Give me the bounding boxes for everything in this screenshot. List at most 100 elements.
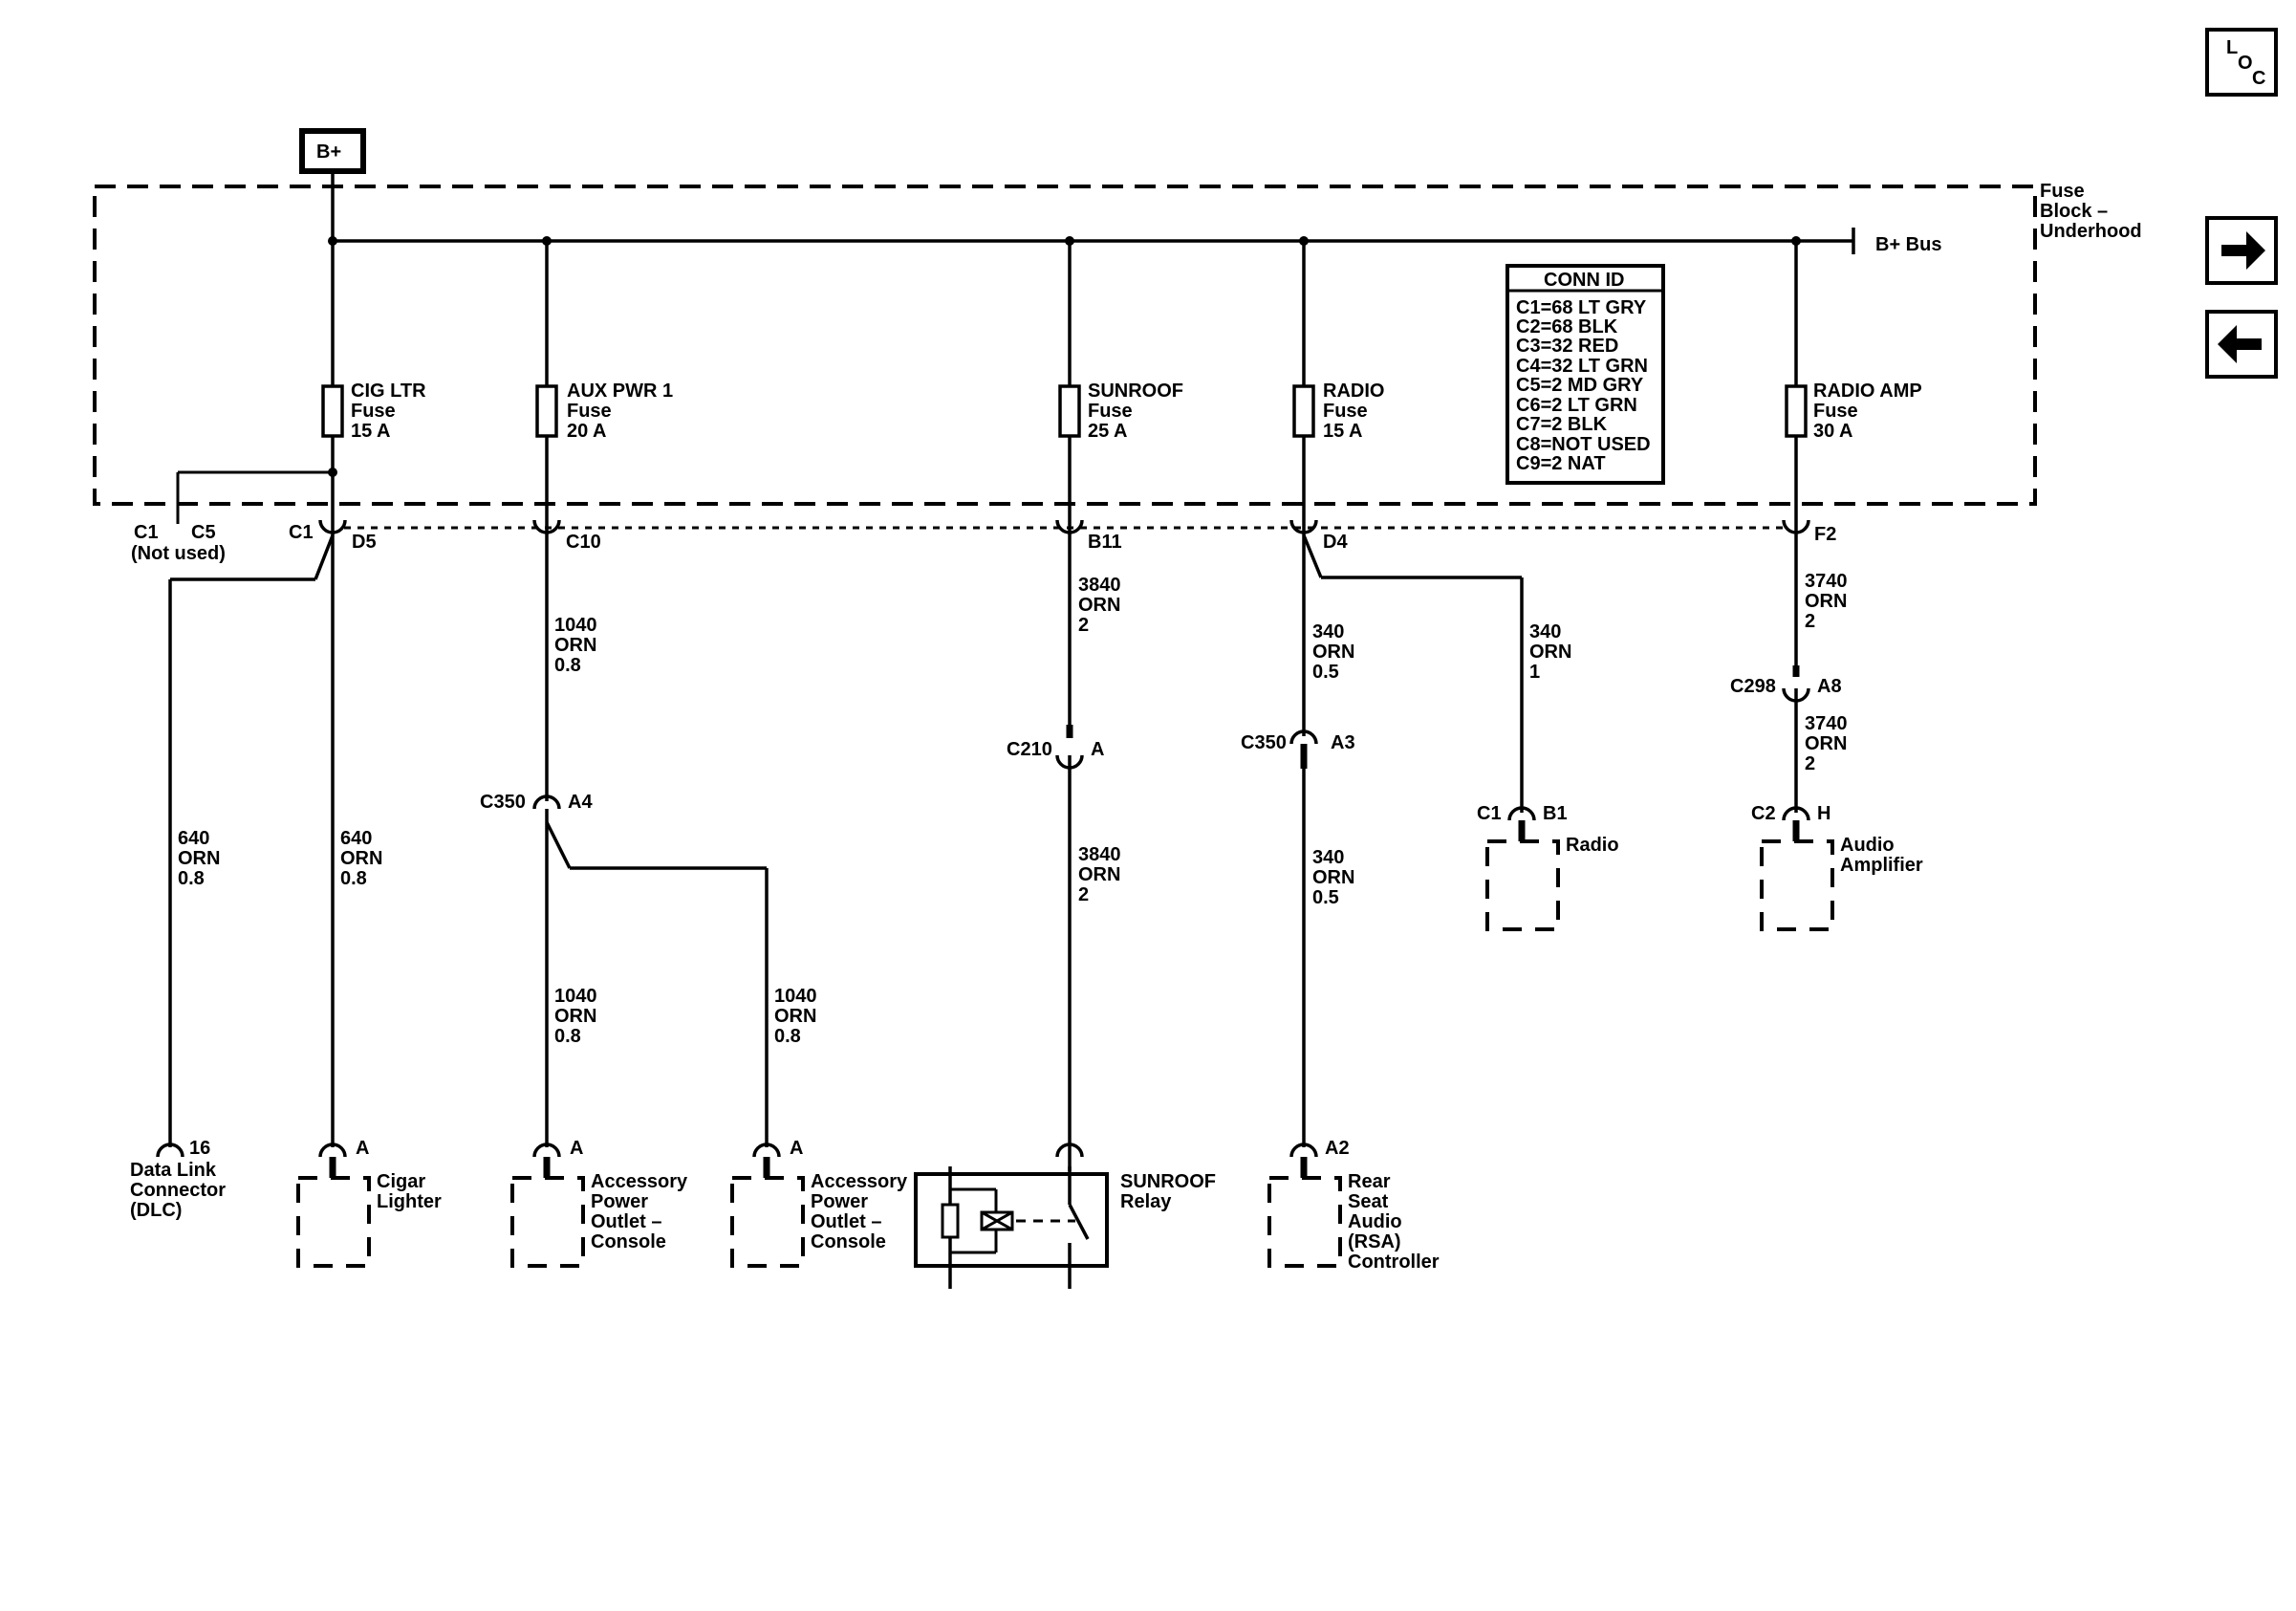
conn-id-table: CONN ID C1=68 LT GRY C2=68 BLK C3=32 RED…	[1505, 264, 1665, 485]
svg-text:Fuse: Fuse	[351, 401, 396, 422]
svg-text:16: 16	[189, 1138, 210, 1159]
c5-not-used-branch	[176, 468, 337, 524]
svg-text:Fuse: Fuse	[567, 401, 612, 422]
svg-text:C1: C1	[1477, 803, 1502, 824]
svg-text:A: A	[356, 1138, 369, 1159]
svg-text:3840: 3840	[1078, 844, 1121, 865]
svg-text:ORN: ORN	[1078, 595, 1120, 616]
svg-text:3840: 3840	[1078, 575, 1121, 596]
svg-text:F2: F2	[1814, 524, 1836, 545]
fuse-radio-amp: RADIO AMP Fuse 30 A	[1785, 241, 1922, 512]
svg-text:SUNROOF: SUNROOF	[1088, 381, 1183, 402]
svg-text:Connector: Connector	[130, 1180, 226, 1201]
wire-radio-amp: 3740 ORN 2 C298 A8 3740 ORN 2	[1730, 533, 1848, 813]
wire-dlc: 640 ORN 0.8	[168, 534, 335, 1147]
svg-text:H: H	[1817, 803, 1830, 824]
conn-id-title: CONN ID	[1544, 270, 1624, 291]
svg-text:ORN: ORN	[178, 848, 220, 869]
svg-text:Console: Console	[811, 1231, 886, 1252]
svg-text:ORN: ORN	[1312, 642, 1354, 663]
svg-text:30 A: 30 A	[1813, 421, 1853, 442]
svg-text:Power: Power	[591, 1191, 648, 1212]
svg-text:Data Link: Data Link	[130, 1160, 217, 1181]
svg-text:340: 340	[1312, 847, 1344, 868]
svg-text:Power: Power	[811, 1191, 868, 1212]
fuse-sunroof: SUNROOF Fuse 25 A	[1058, 241, 1183, 512]
b-plus-bus: B+ Bus	[328, 171, 1941, 255]
next-page-button[interactable]	[2205, 216, 2278, 285]
svg-text:340: 340	[1529, 621, 1561, 642]
svg-text:2: 2	[1078, 884, 1089, 905]
svg-text:Rear: Rear	[1348, 1171, 1391, 1192]
svg-text:C5: C5	[191, 522, 216, 543]
loc-button-c: C	[2252, 68, 2265, 89]
svg-text:C10: C10	[566, 532, 601, 553]
left-arrow-icon	[2218, 325, 2262, 363]
wire-aux: 1040 ORN 0.8 C350 A4 1040 ORN 0.8 1040 O…	[480, 533, 817, 1147]
loc-button-l: L	[2226, 37, 2238, 58]
svg-text:Accessory: Accessory	[811, 1171, 908, 1192]
conn-id-line: C9=2 NAT	[1516, 453, 1606, 474]
right-arrow-icon	[2221, 231, 2265, 270]
conn-id-line: C8=NOT USED	[1516, 434, 1651, 455]
svg-text:ORN: ORN	[1078, 864, 1120, 885]
svg-text:Seat: Seat	[1348, 1191, 1389, 1212]
svg-text:AUX PWR 1: AUX PWR 1	[567, 381, 673, 402]
svg-text:Controller: Controller	[1348, 1252, 1440, 1273]
svg-text:D4: D4	[1323, 532, 1348, 553]
svg-text:Fuse: Fuse	[1813, 401, 1858, 422]
svg-text:A4: A4	[568, 792, 593, 813]
battery-source: B+	[299, 128, 366, 174]
svg-text:Block –: Block –	[2040, 201, 2108, 222]
svg-text:0.8: 0.8	[774, 1026, 801, 1047]
svg-text:C2: C2	[1751, 803, 1776, 824]
svg-text:C1: C1	[289, 522, 314, 543]
component-rsa-controller: A2 Rear Seat Audio (RSA) Controller	[1267, 1138, 1440, 1273]
component-sunroof-relay: SUNROOF Relay	[914, 1143, 1216, 1289]
svg-text:A3: A3	[1331, 732, 1355, 753]
svg-text:2: 2	[1805, 611, 1815, 632]
svg-text:2: 2	[1805, 753, 1815, 774]
bus-label: B+ Bus	[1875, 234, 1941, 255]
conn-id-line: C1=68 LT GRY	[1516, 297, 1647, 318]
svg-text:RADIO AMP: RADIO AMP	[1813, 381, 1922, 402]
svg-text:1: 1	[1529, 662, 1540, 683]
svg-text:B+: B+	[316, 142, 341, 163]
svg-text:C1: C1	[134, 522, 159, 543]
svg-text:Audio: Audio	[1348, 1211, 1402, 1232]
loc-button[interactable]: L O C	[2205, 28, 2278, 97]
svg-text:0.5: 0.5	[1312, 887, 1339, 908]
svg-text:25 A: 25 A	[1088, 421, 1128, 442]
svg-text:(DLC): (DLC)	[130, 1200, 182, 1221]
svg-text:A: A	[570, 1138, 583, 1159]
svg-text:15 A: 15 A	[1323, 421, 1363, 442]
conn-id-line: C2=68 BLK	[1516, 316, 1618, 337]
svg-text:SUNROOF: SUNROOF	[1120, 1171, 1216, 1192]
block-connectors: C1 C5 (Not used) C1 D5 C10 B11 D4 F2	[131, 512, 1836, 564]
component-cigar-lighter: A Cigar Lighter	[296, 1138, 442, 1268]
svg-text:C350: C350	[480, 792, 526, 813]
svg-text:ORN: ORN	[774, 1006, 816, 1027]
conn-id-line: C4=32 LT GRN	[1516, 356, 1648, 377]
svg-text:C210: C210	[1007, 739, 1052, 760]
svg-text:A8: A8	[1817, 676, 1842, 697]
svg-text:Relay: Relay	[1120, 1191, 1172, 1212]
svg-text:Fuse: Fuse	[2040, 181, 2085, 202]
svg-text:Audio: Audio	[1840, 835, 1895, 856]
svg-text:ORN: ORN	[554, 1006, 596, 1027]
previous-page-button[interactable]	[2205, 310, 2278, 379]
component-radio: C1 B1 Radio	[1477, 803, 1619, 931]
svg-text:0.8: 0.8	[340, 868, 367, 889]
svg-text:Fuse: Fuse	[1088, 401, 1133, 422]
svg-text:(Not used): (Not used)	[131, 543, 226, 564]
wire-sunroof: 3840 ORN 2 C210 A 3840 ORN 2	[1007, 533, 1121, 1171]
component-accessory-power-outlet-2: A Accessory Power Outlet – Console	[730, 1138, 908, 1268]
svg-text:Radio: Radio	[1566, 835, 1619, 856]
svg-text:CIG LTR: CIG LTR	[351, 381, 426, 402]
component-accessory-power-outlet-1: A Accessory Power Outlet – Console	[510, 1138, 688, 1268]
svg-text:1040: 1040	[554, 986, 597, 1007]
svg-text:A2: A2	[1325, 1138, 1350, 1159]
conn-id-line: C7=2 BLK	[1516, 414, 1608, 435]
svg-text:Console: Console	[591, 1231, 666, 1252]
